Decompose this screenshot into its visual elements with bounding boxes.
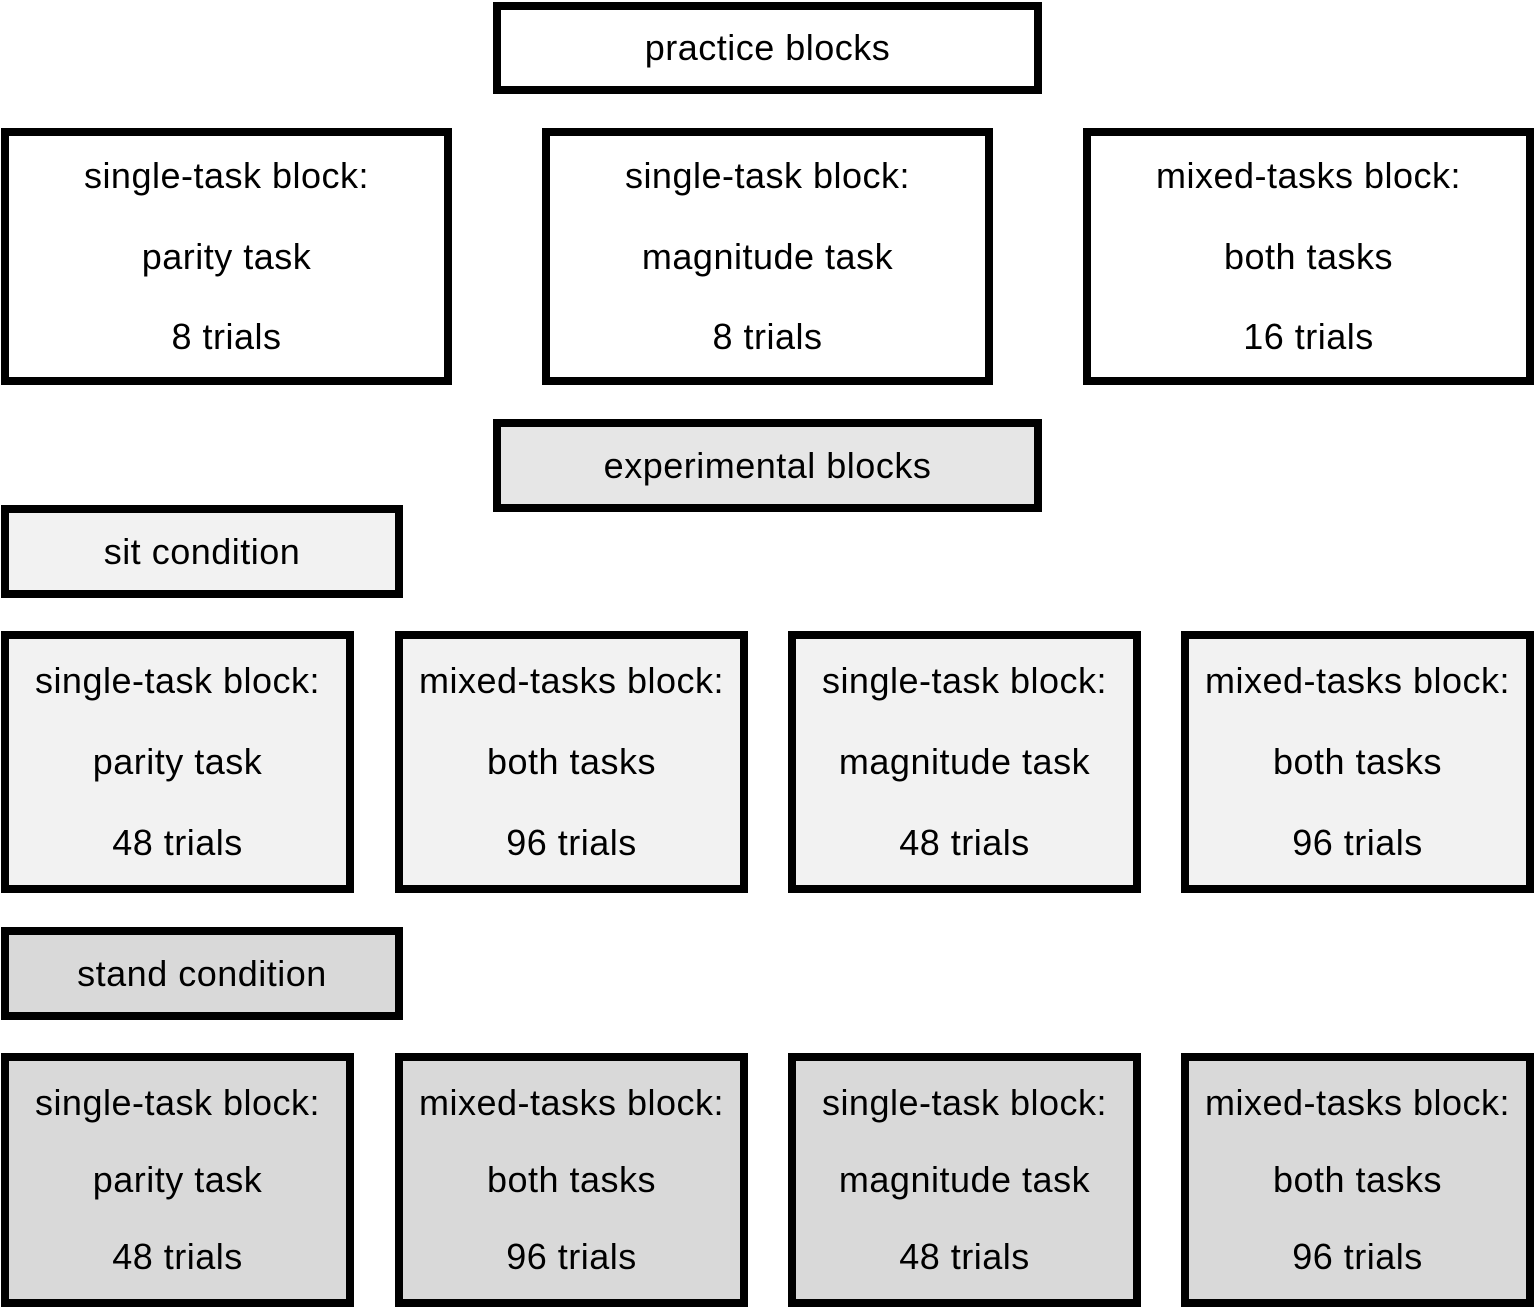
block-trials: 16 trials bbox=[1243, 316, 1374, 357]
practice-block-2: single-task block: magnitude task 8 tria… bbox=[542, 128, 993, 385]
block-type: mixed-tasks block: bbox=[1204, 1082, 1511, 1123]
practice-blocks-title: practice blocks bbox=[644, 27, 891, 68]
stand-block-3: single-task block: magnitude task 48 tri… bbox=[788, 1053, 1141, 1307]
block-task: parity task bbox=[92, 741, 263, 782]
practice-block-1: single-task block: parity task 8 trials bbox=[1, 128, 452, 385]
stand-block-1: single-task block: parity task 48 trials bbox=[1, 1053, 354, 1307]
stand-block-4: mixed-tasks block: both tasks 96 trials bbox=[1181, 1053, 1534, 1307]
practice-block-3: mixed-tasks block: both tasks 16 trials bbox=[1083, 128, 1534, 385]
block-trials: 96 trials bbox=[506, 822, 637, 863]
block-trials: 48 trials bbox=[899, 822, 1030, 863]
block-task: magnitude task bbox=[838, 741, 1091, 782]
stand-condition-title: stand condition bbox=[77, 952, 327, 994]
sit-block-1: single-task block: parity task 48 trials bbox=[1, 631, 354, 893]
practice-blocks-header: practice blocks bbox=[493, 2, 1042, 94]
block-trials: 48 trials bbox=[899, 1236, 1030, 1277]
stand-condition-header: stand condition bbox=[1, 927, 403, 1020]
stand-block-2: mixed-tasks block: both tasks 96 trials bbox=[395, 1053, 748, 1307]
block-trials: 8 trials bbox=[171, 316, 282, 357]
block-type: single-task block: bbox=[34, 1082, 321, 1123]
experimental-blocks-header: experimental blocks bbox=[493, 419, 1042, 512]
block-type: single-task block: bbox=[83, 155, 370, 196]
sit-block-3: single-task block: magnitude task 48 tri… bbox=[788, 631, 1141, 893]
sit-block-2: mixed-tasks block: both tasks 96 trials bbox=[395, 631, 748, 893]
block-task: both tasks bbox=[486, 1159, 657, 1200]
block-trials: 96 trials bbox=[506, 1236, 637, 1277]
block-task: parity task bbox=[141, 235, 312, 277]
block-task: magnitude task bbox=[838, 1159, 1091, 1200]
block-task: both tasks bbox=[1223, 235, 1394, 277]
block-trials: 96 trials bbox=[1292, 822, 1423, 863]
block-type: single-task block: bbox=[821, 660, 1108, 701]
block-type: mixed-tasks block: bbox=[418, 1082, 725, 1123]
block-type: single-task block: bbox=[34, 660, 321, 701]
sit-condition-title: sit condition bbox=[103, 530, 301, 572]
block-type: mixed-tasks block: bbox=[418, 660, 725, 701]
block-type: single-task block: bbox=[624, 155, 911, 196]
block-task: parity task bbox=[92, 1159, 263, 1200]
block-type: mixed-tasks block: bbox=[1155, 155, 1462, 196]
block-type: mixed-tasks block: bbox=[1204, 660, 1511, 701]
block-trials: 48 trials bbox=[112, 1236, 243, 1277]
block-task: magnitude task bbox=[641, 235, 894, 277]
block-task: both tasks bbox=[1272, 1159, 1443, 1200]
block-trials: 8 trials bbox=[712, 316, 823, 357]
block-task: both tasks bbox=[1272, 741, 1443, 782]
block-trials: 48 trials bbox=[112, 822, 243, 863]
sit-block-4: mixed-tasks block: both tasks 96 trials bbox=[1181, 631, 1534, 893]
sit-condition-header: sit condition bbox=[1, 505, 403, 598]
block-task: both tasks bbox=[486, 741, 657, 782]
block-type: single-task block: bbox=[821, 1082, 1108, 1123]
experimental-blocks-title: experimental blocks bbox=[603, 444, 932, 486]
block-trials: 96 trials bbox=[1292, 1236, 1423, 1277]
